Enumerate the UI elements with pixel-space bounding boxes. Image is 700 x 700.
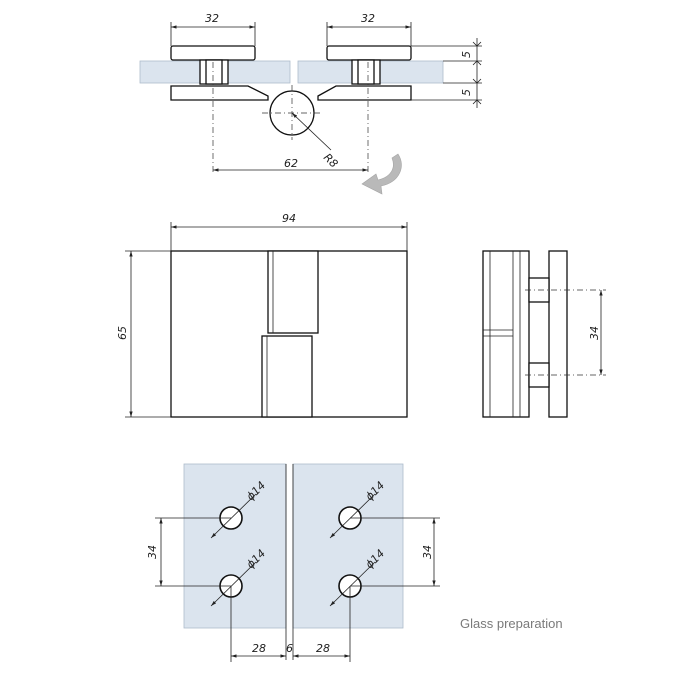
glass-preparation-view: ϕ14 ϕ14 ϕ14 ϕ14 34 34 28 6 28 Glass prep… [146,463,563,662]
hinge-body-left [170,85,269,101]
dim-left-plate: 32 [205,12,219,25]
rotation-arrow [361,153,402,195]
knuckle-lower [261,335,313,418]
front-view: 94 65 [116,212,408,418]
dim-glass-right-offset: 28 [316,642,330,655]
glass-preparation-caption: Glass preparation [460,616,563,631]
dim-glass-left-offset: 28 [252,642,266,655]
dim-bolt-spacing: 34 [588,326,601,340]
dim-plate-thickness: 5 [460,51,473,58]
clamp-plate-right [326,45,412,61]
glass-sheet-right [292,463,404,629]
side-clamp-plate [548,250,568,418]
dim-right-plate: 32 [361,12,375,25]
hinge-body-right [317,85,412,101]
clamp-plate-left [170,45,256,61]
dim-hole-span: 62 [284,157,298,170]
top-view: R8 62 32 32 5 5 [139,12,482,195]
side-view: 34 [482,250,606,418]
dim-glass-left-spacing: 34 [146,545,159,559]
dim-hinge-plate-thickness: 5 [460,89,473,96]
side-body-outer [482,250,530,418]
dim-glass-gap: 6 [286,642,293,655]
dim-front-width: 94 [282,212,296,225]
bolt-left-inner [205,59,223,85]
knuckle-upper [267,250,319,334]
dim-front-height: 65 [116,326,129,340]
glass-sheet-left [183,463,287,629]
bolt-right-inner [357,59,375,85]
dim-radius: R8 [321,151,341,171]
dim-glass-right-spacing: 34 [421,545,434,559]
